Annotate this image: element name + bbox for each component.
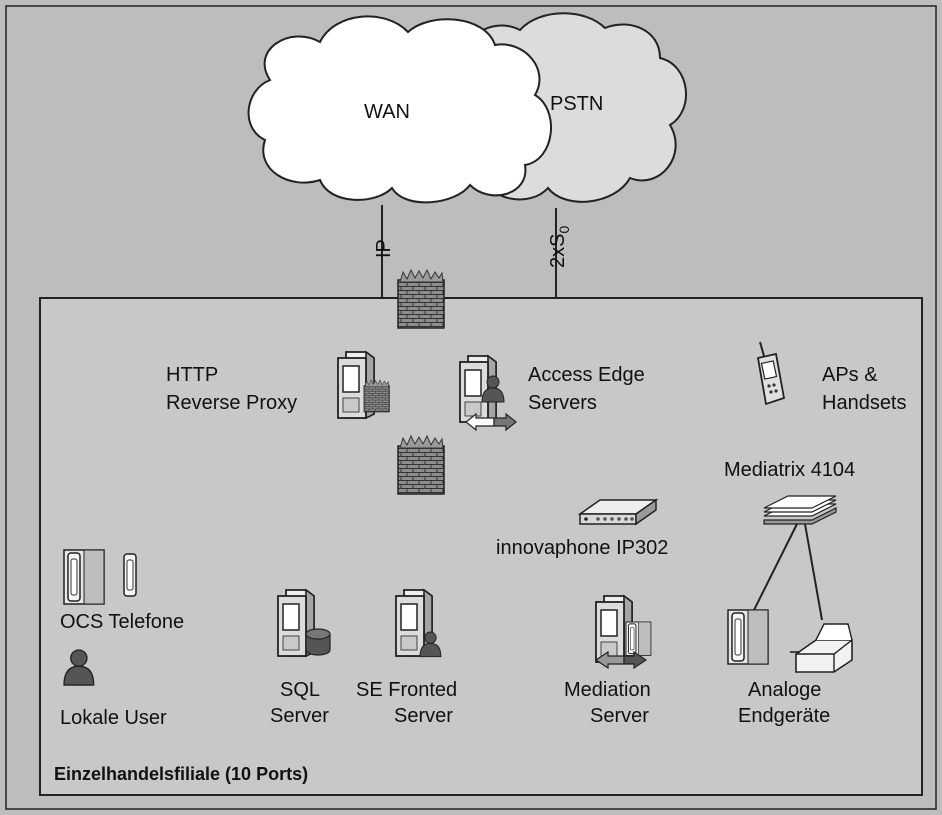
ocs-phones-label: OCS Telefone	[60, 611, 184, 633]
aps-handsets-label: APs & Handsets	[822, 364, 907, 414]
wan-label: WAN	[364, 101, 410, 123]
analog-link-line	[804, 523, 823, 621]
site-title: Einzelhandelsfiliale (10 Ports)	[54, 764, 308, 784]
outer-border	[5, 5, 937, 810]
innovaphone-label: innovaphone IP302	[496, 537, 668, 559]
fax-machine-icon	[790, 623, 853, 673]
isdn-link-label: 2xS0	[547, 226, 572, 268]
mediation-server-label: Mediation Server	[564, 679, 656, 727]
firewall-icon	[397, 435, 445, 495]
mediation-server-icon	[594, 595, 652, 670]
local-user-label: Lokale User	[60, 707, 167, 729]
access-edge-label: Access Edge Servers	[528, 364, 650, 414]
pstn-label: PSTN	[550, 93, 603, 115]
analog-link-line	[747, 523, 798, 623]
analog-devices-label: Analoge Endgeräte	[738, 679, 830, 727]
innovaphone-gateway-icon	[577, 498, 659, 526]
access-edge-server-icon	[459, 355, 517, 432]
sql-server-label: SQL Server	[270, 679, 329, 727]
firewall-icon	[397, 269, 445, 329]
handset-phone-icon	[123, 553, 137, 597]
mediatrix-gateway-icon	[763, 495, 837, 525]
wan-cloud	[247, 15, 552, 204]
svg-text:2xS0: 2xS0	[547, 226, 572, 268]
mobile-handset-icon	[756, 341, 786, 406]
ip-link-label: IP	[373, 239, 395, 258]
mediatrix-label: Mediatrix 4104	[724, 459, 855, 481]
desk-phone-icon	[63, 549, 105, 605]
sql-server-icon	[277, 589, 331, 657]
frontend-server-label: SE Fronted Server	[356, 679, 463, 727]
analog-phone-icon	[727, 609, 769, 665]
http-proxy-label: HTTP Reverse Proxy	[166, 364, 297, 414]
